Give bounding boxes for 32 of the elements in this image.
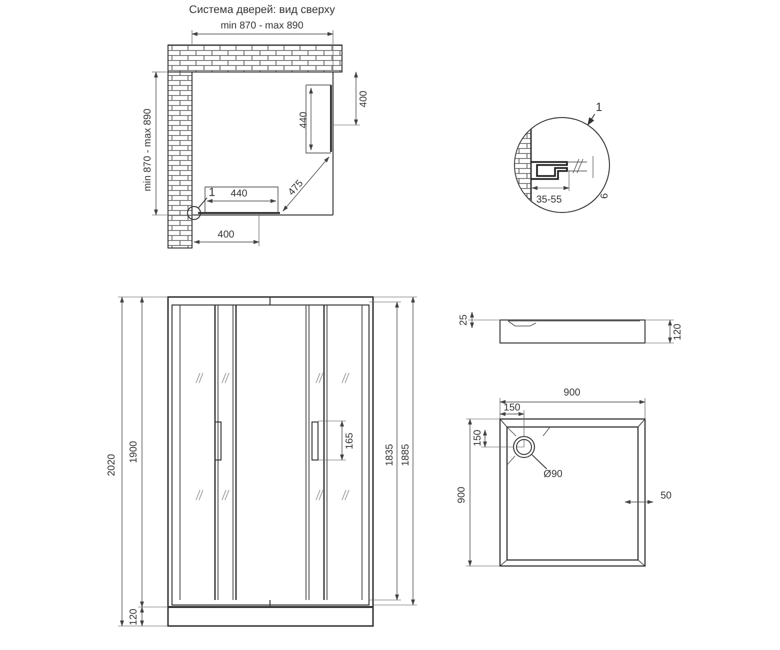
dimension-label: 440 — [230, 188, 248, 200]
dimension-label: 25 — [458, 314, 470, 326]
dimension-label: 440 — [298, 112, 310, 128]
dimension-label: 400 — [358, 90, 370, 108]
dimension-label: 150 — [504, 402, 520, 414]
detail-marker-circle — [187, 206, 201, 220]
dimension-label: 1900 — [128, 440, 140, 464]
dimension-label: 35-55 — [536, 194, 562, 206]
dimension-label: 120 — [128, 608, 140, 626]
dimension-label: 475 — [286, 178, 306, 198]
dimension-label: 165 — [344, 432, 356, 450]
dimension-label: 1835 — [384, 444, 396, 466]
dimension-label: 120 — [672, 324, 684, 340]
dimension-label: 150 — [472, 430, 484, 446]
leader-arrow — [587, 114, 596, 126]
dimension-label: 900 — [564, 388, 580, 398]
leader-line — [531, 454, 548, 470]
detail-view-circle — [514, 117, 610, 213]
drawing-title: Система дверей: вид сверху — [189, 4, 335, 16]
dimension-label: 1885 — [400, 444, 412, 466]
dimension-label: min 870 - max 890 — [220, 20, 304, 32]
callout-number: 1 — [207, 186, 217, 198]
dimension-label: 2020 — [106, 454, 118, 476]
drain-circle — [513, 436, 535, 458]
leader-line — [198, 197, 208, 208]
callout-number: 1 — [594, 101, 604, 114]
dimension-label: 400 — [218, 230, 234, 240]
dimension-label: 50 — [660, 490, 672, 502]
dimension-label: min 870 - max 890 — [142, 108, 154, 192]
dimension-label: Ø90 — [541, 469, 565, 481]
dimension-label: 900 — [456, 486, 468, 504]
dimension-label: 6 — [600, 193, 610, 199]
